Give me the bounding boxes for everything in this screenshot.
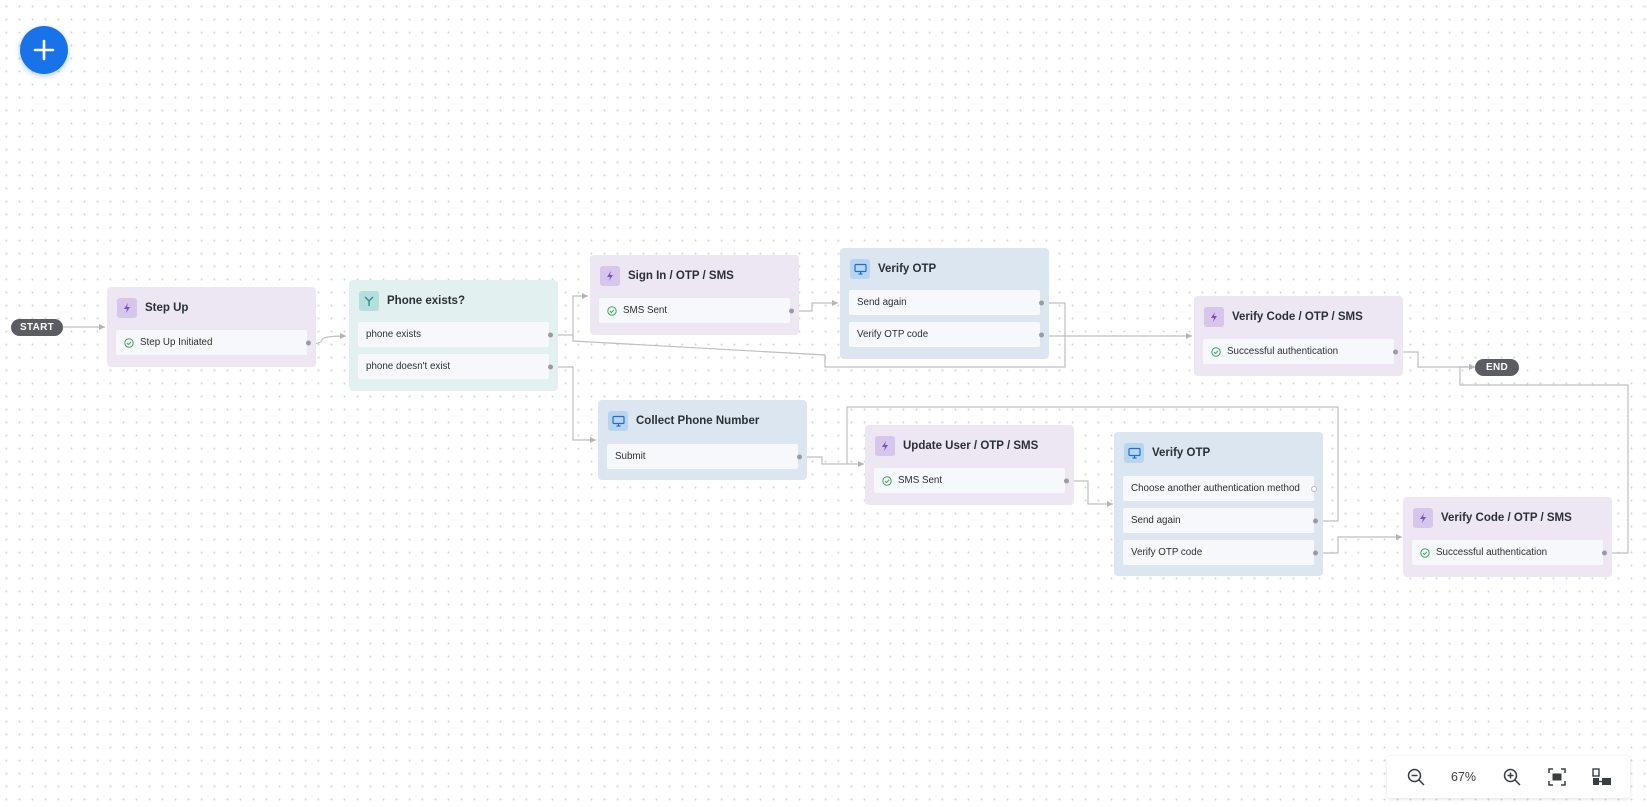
end-marker: END — [1475, 359, 1519, 376]
node-verify-code-1[interactable]: Verify Code / OTP / SMS Successful authe… — [1194, 296, 1403, 376]
check-circle-icon — [1420, 547, 1430, 558]
output-port[interactable] — [1064, 478, 1069, 483]
output-port[interactable] — [1039, 300, 1044, 305]
output-label: Successful authentication — [1227, 346, 1339, 357]
node-verify-code-2[interactable]: Verify Code / OTP / SMS Successful authe… — [1403, 497, 1612, 577]
node-title: Sign In / OTP / SMS — [628, 270, 734, 282]
zoom-out-button[interactable] — [1399, 760, 1433, 794]
edge-collect-updateuser — [797, 456, 864, 467]
output-label: SMS Sent — [898, 475, 943, 486]
auto-layout-button[interactable] — [1585, 760, 1619, 794]
zoom-level: 67% — [1450, 770, 1477, 784]
output-port[interactable] — [1313, 550, 1318, 555]
add-node-button[interactable] — [20, 26, 68, 74]
output-label: Step Up Initiated — [140, 337, 213, 348]
edge-verifyotp1-sendagain-loop — [572, 302, 1066, 368]
edge-verifyotp2-verifycode2 — [1313, 534, 1402, 554]
output-port[interactable] — [1602, 550, 1607, 555]
output-label: Successful authentication — [1436, 547, 1548, 558]
output-send-again[interactable]: Send again — [849, 290, 1044, 315]
output-choose-another-method[interactable]: Choose another authentication method — [1123, 476, 1317, 501]
output-port[interactable] — [548, 332, 553, 337]
output-port[interactable] — [1393, 349, 1398, 354]
output-label: Verify OTP code — [1131, 547, 1203, 558]
edge-updateuser-verifyotp2 — [1063, 480, 1113, 507]
zoom-controls: 67% — [1387, 756, 1630, 798]
plus-icon — [33, 39, 55, 61]
check-circle-icon — [1211, 346, 1221, 357]
output-label: Verify OTP code — [857, 329, 929, 340]
monitor-icon — [608, 411, 628, 431]
output-label: phone doesn't exist — [366, 361, 451, 372]
edge-verifycode1-end — [1394, 351, 1475, 370]
edge-phoneexists-signin — [549, 293, 588, 336]
node-title: Verify OTP — [1152, 447, 1211, 459]
zoom-in-icon — [1503, 768, 1521, 786]
output-phone-doesnt-exist[interactable]: phone doesn't exist — [358, 354, 553, 379]
lightning-icon — [875, 436, 895, 456]
node-collect-phone-number[interactable]: Collect Phone Number Submit — [598, 400, 807, 480]
node-update-user-otp-sms[interactable]: Update User / OTP / SMS SMS Sent — [865, 425, 1074, 505]
start-marker: START — [11, 319, 63, 336]
output-port[interactable] — [1311, 485, 1317, 492]
output-label: Submit — [615, 451, 646, 462]
output-phone-exists[interactable]: phone exists — [358, 322, 553, 347]
output-label: Send again — [1131, 515, 1181, 526]
output-sms-sent[interactable]: SMS Sent — [599, 298, 794, 323]
output-submit[interactable]: Submit — [607, 444, 802, 469]
node-title: Collect Phone Number — [636, 415, 760, 427]
check-circle-icon — [607, 305, 617, 316]
output-successful-authentication[interactable]: Successful authentication — [1412, 540, 1607, 565]
lightning-icon — [1204, 307, 1224, 327]
output-step-up-initiated[interactable]: Step Up Initiated — [116, 330, 311, 355]
fit-view-icon — [1547, 768, 1566, 786]
monitor-icon — [1124, 443, 1144, 463]
output-verify-otp-code[interactable]: Verify OTP code — [1123, 540, 1318, 565]
output-label: Send again — [857, 297, 907, 308]
output-port[interactable] — [789, 308, 794, 313]
output-verify-otp-code[interactable]: Verify OTP code — [849, 322, 1044, 347]
node-title: Phone exists? — [387, 295, 465, 307]
edge-phoneexists-collect — [549, 366, 596, 443]
auto-layout-icon — [1591, 768, 1611, 785]
output-label: phone exists — [366, 329, 422, 340]
edge-signin-verifyotp1 — [789, 300, 838, 312]
output-send-again[interactable]: Send again — [1123, 508, 1318, 533]
lightning-icon — [600, 266, 620, 286]
node-title: Step Up — [145, 302, 189, 314]
node-step-up[interactable]: Step Up Step Up Initiated — [107, 287, 316, 367]
branch-icon — [359, 291, 379, 311]
output-port[interactable] — [1039, 332, 1044, 337]
output-sms-sent[interactable]: SMS Sent — [874, 468, 1069, 493]
lightning-icon — [117, 298, 137, 318]
fit-view-button[interactable] — [1540, 760, 1574, 794]
output-label: SMS Sent — [623, 305, 668, 316]
zoom-out-icon — [1407, 768, 1425, 786]
node-title: Verify OTP — [878, 263, 937, 275]
output-port[interactable] — [1313, 518, 1318, 523]
check-circle-icon — [882, 475, 892, 486]
check-circle-icon — [124, 337, 134, 348]
output-label: Choose another authentication method — [1131, 483, 1300, 494]
monitor-icon — [850, 259, 870, 279]
node-title: Verify Code / OTP / SMS — [1232, 311, 1363, 323]
output-successful-authentication[interactable]: Successful authentication — [1203, 339, 1398, 364]
edge-verifyotp2-sendagain-loop — [846, 406, 1339, 522]
output-port[interactable] — [548, 364, 553, 369]
node-verify-otp-1[interactable]: Verify OTP Send again Verify OTP code — [840, 248, 1049, 359]
edge-verifycode2-end — [1459, 364, 1629, 554]
output-port[interactable] — [306, 340, 311, 345]
node-sign-in-otp-sms[interactable]: Sign In / OTP / SMS SMS Sent — [590, 255, 799, 335]
output-port[interactable] — [797, 454, 802, 459]
node-title: Verify Code / OTP / SMS — [1441, 512, 1572, 524]
lightning-icon — [1413, 508, 1433, 528]
zoom-in-button[interactable] — [1495, 760, 1529, 794]
node-verify-otp-2[interactable]: Verify OTP Choose another authentication… — [1114, 432, 1323, 576]
node-phone-exists[interactable]: Phone exists? phone exists phone doesn't… — [349, 280, 558, 391]
node-title: Update User / OTP / SMS — [903, 440, 1039, 452]
